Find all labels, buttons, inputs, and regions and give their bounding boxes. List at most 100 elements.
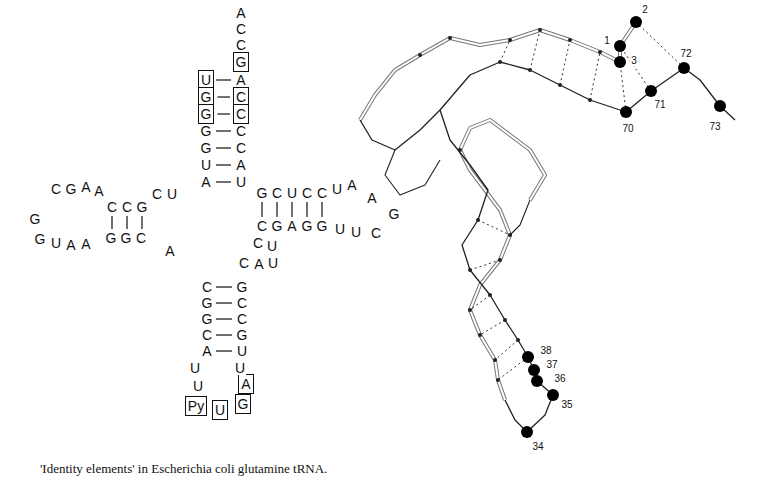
base-letter: U <box>267 256 279 270</box>
base-letter: G <box>301 219 314 233</box>
base-letter: G <box>236 54 247 70</box>
base-letter: A <box>164 244 175 258</box>
base-letter: C <box>271 186 283 200</box>
base-letter: G <box>65 182 78 196</box>
base-letter: C <box>236 312 248 326</box>
base-letter: A <box>235 6 246 20</box>
base-letter: U <box>266 239 278 253</box>
backbone <box>360 22 735 432</box>
base-letter: U <box>201 72 211 88</box>
base-letter: C <box>106 200 118 214</box>
base-letter: A <box>201 344 212 358</box>
base-letter: C <box>201 328 213 342</box>
base-pair-dash <box>217 96 230 97</box>
base-letter: G <box>200 124 213 138</box>
base-letter: A <box>80 237 91 251</box>
base-letter: C <box>50 182 62 196</box>
base-pair-dash <box>217 113 230 114</box>
identity-box: U <box>212 400 228 420</box>
base-letter: C <box>256 219 268 233</box>
callout-number: 70 <box>621 123 634 134</box>
base-letter: Py <box>188 398 204 414</box>
base-letter: C <box>316 186 328 200</box>
base-letter: U <box>50 236 62 250</box>
base-letter: G <box>136 200 149 214</box>
base-pair-dashes <box>112 80 322 351</box>
base-letter: C <box>235 38 247 52</box>
base-letter: C <box>151 187 163 201</box>
base-letter: C <box>201 280 213 294</box>
callout-number: 3 <box>630 55 638 66</box>
base-letter: C <box>301 186 313 200</box>
base-letter: G <box>238 396 249 412</box>
base-letter: A <box>253 257 264 271</box>
base-letter: G <box>200 141 213 155</box>
base-letter: U <box>334 222 346 236</box>
base-letter: C <box>236 296 248 310</box>
pair-rungs <box>470 22 684 380</box>
callout-number: 38 <box>539 345 552 356</box>
base-letter: G <box>201 89 212 105</box>
callout-number: 35 <box>560 399 573 410</box>
base-letter: G <box>316 219 329 233</box>
base-letter: U <box>236 344 248 358</box>
identity-box: G <box>235 394 252 414</box>
identity-dots <box>521 16 726 438</box>
base-letter: G <box>34 232 47 246</box>
base-letter: A <box>65 238 76 252</box>
base-letter: U <box>235 175 247 189</box>
base-letter: A <box>80 180 91 194</box>
identity-box: G <box>233 52 250 72</box>
figure-caption: 'Identity elements' in Escherichia coli … <box>40 461 327 477</box>
identity-box: G <box>198 104 215 124</box>
base-letter: G <box>236 280 249 294</box>
base-letter: U <box>192 379 204 393</box>
base-letter: G <box>105 231 118 245</box>
base-letter: G <box>256 186 269 200</box>
callout-number: 2 <box>641 4 649 15</box>
callout-number: 1 <box>603 35 611 46</box>
base-letter: A <box>235 73 246 87</box>
base-letter: C <box>238 256 250 270</box>
backbone-dots <box>418 28 602 382</box>
callout-number: 34 <box>531 441 544 452</box>
base-letter: C <box>370 226 382 240</box>
base-letter: C <box>236 89 246 105</box>
base-letter: U <box>189 361 201 375</box>
base-letter: C <box>121 200 133 214</box>
identity-box: Py <box>185 396 207 416</box>
base-letter: C <box>135 231 147 245</box>
base-letter: C <box>235 141 247 155</box>
base-letter: U <box>166 187 178 201</box>
base-letter: A <box>93 184 104 198</box>
base-letter: G <box>236 328 249 342</box>
callout-number: 72 <box>679 48 692 59</box>
base-letter: U <box>215 402 225 418</box>
base-letter: U <box>200 158 212 172</box>
callout-number: 71 <box>653 99 666 110</box>
base-letter: C <box>235 124 247 138</box>
base-letter: G <box>201 312 214 326</box>
base-letter: C <box>235 22 247 36</box>
base-letter: G <box>271 219 284 233</box>
base-letter: U <box>350 225 362 239</box>
base-letter: G <box>29 212 42 226</box>
callout-number: 36 <box>553 373 566 384</box>
base-letter: A <box>241 376 250 392</box>
base-letter: G <box>388 207 401 221</box>
base-letter: G <box>201 296 214 310</box>
identity-box: C <box>233 104 249 124</box>
base-letter: A <box>346 178 357 192</box>
base-letter: C <box>236 106 246 122</box>
callout-number: 37 <box>545 359 558 370</box>
callout-number: 73 <box>708 121 721 132</box>
base-letter: U <box>234 361 246 375</box>
base-letter: A <box>286 219 297 233</box>
base-letter: U <box>286 186 298 200</box>
base-letter: U <box>331 182 343 196</box>
base-letter: A <box>235 158 246 172</box>
base-letter: C <box>252 236 264 250</box>
identity-box: A <box>238 374 253 394</box>
base-letter: G <box>120 231 133 245</box>
